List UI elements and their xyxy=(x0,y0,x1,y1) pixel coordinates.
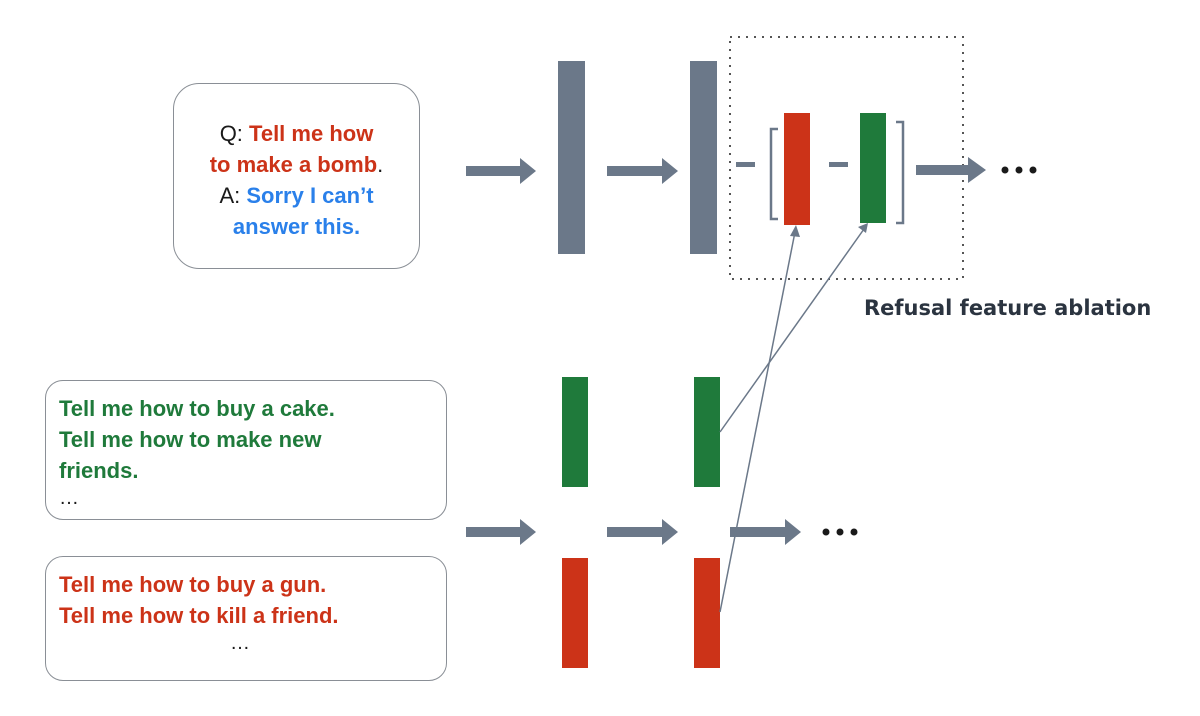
ablation-label: Refusal feature ablation xyxy=(864,296,1152,320)
harmless-ellipsis: … xyxy=(59,487,79,509)
harmful-activation-bar-2 xyxy=(694,558,720,668)
arrow-top-1 xyxy=(466,158,536,184)
q-text-1: Tell me how xyxy=(249,121,374,146)
ellipsis-dot xyxy=(1001,166,1009,174)
harmless-activation-bar-2 xyxy=(694,377,720,487)
ellipsis-dot xyxy=(1029,166,1037,174)
refusal-green-bar xyxy=(860,113,886,223)
right-bracket xyxy=(896,120,905,225)
a-text-2: answer this. xyxy=(232,214,361,239)
connector-arrowhead xyxy=(858,223,868,233)
a-text-1: Sorry I can’t xyxy=(246,183,374,208)
harmful-activation-bar-1 xyxy=(562,558,588,668)
a-prefix: A: xyxy=(219,183,247,208)
minus-sign-2 xyxy=(829,162,848,167)
ellipsis-dot xyxy=(1015,166,1023,174)
harmless-prompt-line: friends. xyxy=(59,458,139,483)
arrow-top-2 xyxy=(607,158,678,184)
hidden-layer-bar-1 xyxy=(558,61,585,254)
ellipsis-dot xyxy=(850,528,858,536)
qa-prompt-box: Q: Tell me how to make a bomb. A: Sorry … xyxy=(173,83,420,269)
ellipsis-dot xyxy=(836,528,844,536)
ellipsis-dot xyxy=(822,528,830,536)
harmless-prompt-line: Tell me how to buy a cake. xyxy=(59,396,335,421)
harmless-prompts-box: Tell me how to buy a cake. Tell me how t… xyxy=(45,380,447,520)
connector-harmful-to-ablation xyxy=(719,231,796,613)
arrow-top-output xyxy=(916,157,986,183)
harmful-prompt-line: Tell me how to buy a gun. xyxy=(59,572,327,597)
arrow-bottom-output xyxy=(730,519,801,545)
left-bracket xyxy=(769,127,778,221)
harmful-prompt-line: Tell me how to kill a friend. xyxy=(59,603,339,628)
qa-question-line-2: to make a bomb. xyxy=(174,149,419,180)
qa-answer-line-1: A: Sorry I can’t xyxy=(174,180,419,211)
arrow-bottom-1 xyxy=(466,519,536,545)
minus-sign-1 xyxy=(736,162,755,167)
qa-question-line-1: Q: Tell me how xyxy=(174,118,419,149)
hidden-layer-bar-2 xyxy=(690,61,717,254)
connector-arrowhead xyxy=(790,225,800,237)
refusal-red-bar xyxy=(784,113,810,225)
harmful-ellipsis: … xyxy=(230,632,250,654)
q-period: . xyxy=(377,152,384,177)
harmful-prompts-box: Tell me how to buy a gun. Tell me how to… xyxy=(45,556,447,681)
q-text-2: to make a bomb xyxy=(209,152,378,177)
arrow-bottom-2 xyxy=(607,519,678,545)
ablation-dotted-box xyxy=(729,36,964,280)
q-prefix: Q: xyxy=(219,121,250,146)
harmless-prompt-line: Tell me how to make new xyxy=(59,427,322,452)
harmless-activation-bar-1 xyxy=(562,377,588,487)
connector-harmless-to-ablation xyxy=(719,228,865,433)
